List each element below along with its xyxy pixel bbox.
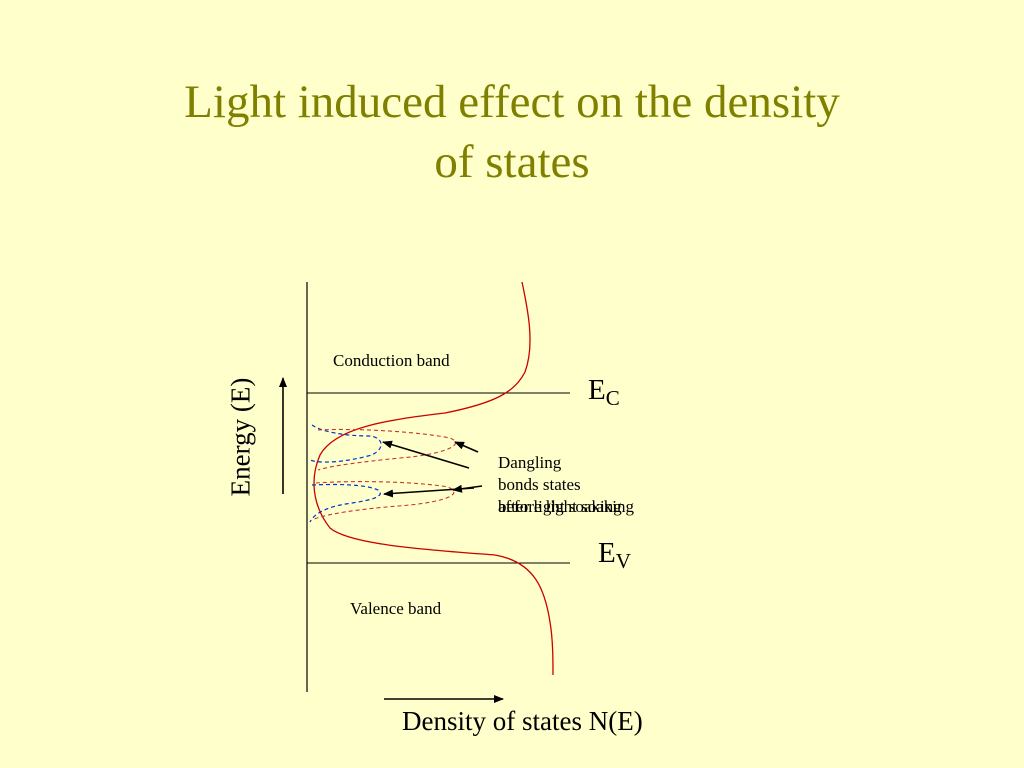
callout-after-text: after light soaking (498, 497, 622, 516)
callout-before-text: before light soaking (498, 497, 634, 516)
dangling-before-lower-curve (309, 483, 381, 523)
callout-line-1: Dangling (498, 453, 562, 472)
ec-label: EC (588, 374, 620, 411)
callout-arrow-upper-short (454, 441, 479, 453)
ec-label-subscript: C (605, 386, 620, 410)
valence-band-label: Valence band (350, 599, 442, 618)
callout-arrow-upper-long (382, 440, 470, 469)
callout-line-2: bonds states (498, 475, 581, 494)
dangling-bonds-callout: Dangling bonds states before light soaki… (498, 452, 634, 518)
callout-arrow-lower-short (452, 484, 483, 493)
title-line-1: Light induced effect on the density (184, 76, 840, 128)
dangling-after-upper-curve (317, 428, 457, 471)
callout-overlap-line: before light soaking after light soaking (498, 496, 634, 518)
dos-curve (313, 281, 554, 676)
energy-axis-label: Energy (E) (225, 377, 256, 497)
ev-label-subscript: V (615, 549, 631, 573)
density-axis-label: Density of states N(E) (402, 706, 643, 736)
conduction-band-label: Conduction band (333, 351, 450, 370)
ec-label-base: E (588, 374, 606, 406)
ev-label-base: E (598, 537, 616, 569)
dangling-after-lower-curve (311, 481, 455, 521)
title-line-2: of states (434, 136, 590, 188)
slide-title: Light induced effect on the density of s… (62, 72, 962, 192)
ev-label: EV (598, 537, 631, 574)
dangling-before-upper-curve (309, 424, 382, 463)
